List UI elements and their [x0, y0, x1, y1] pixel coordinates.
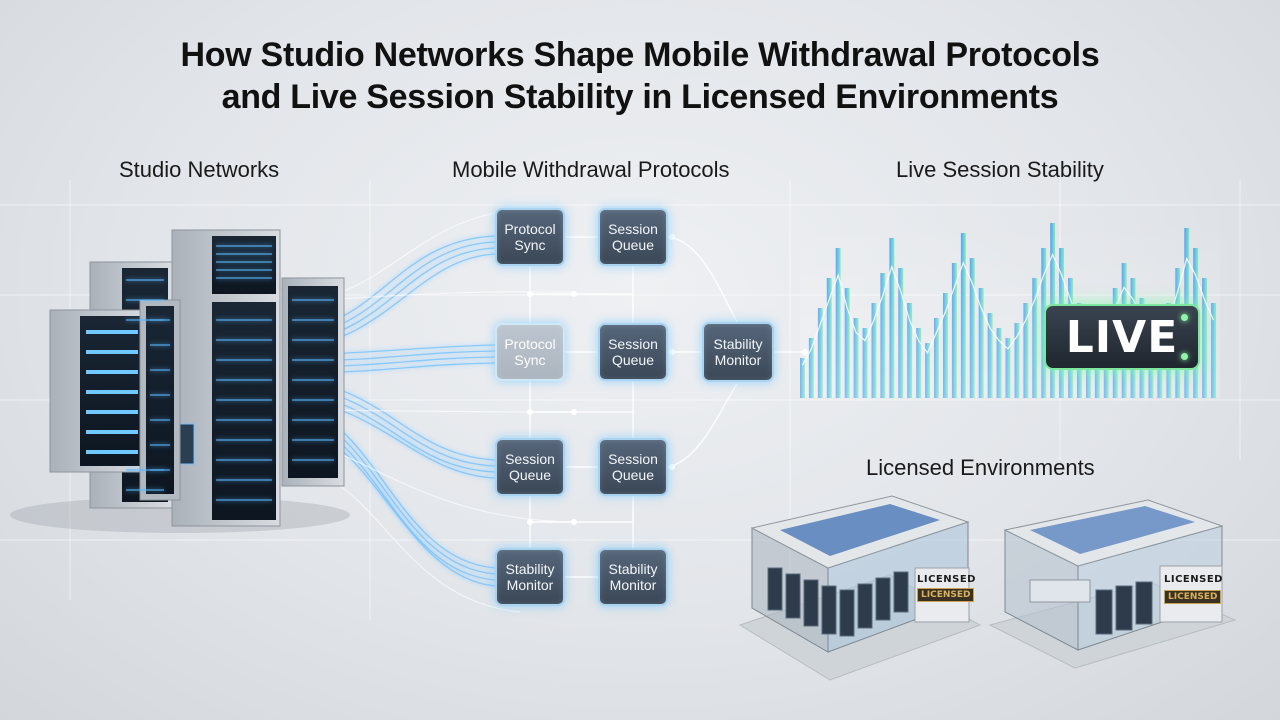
title-line-1: How Studio Networks Shape Mobile Withdra… [180, 36, 1100, 74]
live-badge-text: LIVE [1065, 311, 1179, 363]
licensed-sign-right-bottom: LICENSED [1164, 590, 1222, 604]
section-label-licensed: Licensed Environments [866, 455, 1095, 480]
title-line-2: and Live Session Stability in Licensed E… [221, 78, 1059, 116]
node-session-queue-1[interactable]: Session Queue [598, 208, 668, 266]
licensed-sign-left-bottom: LICENSED [917, 588, 975, 602]
node-stability-monitor-2[interactable]: Stability Monitor [598, 548, 668, 606]
server-rack-icon [10, 229, 350, 533]
node-protocol-sync-2[interactable]: Protocol Sync [495, 323, 565, 381]
licensed-building-icon [738, 495, 1237, 681]
node-stability-monitor-1[interactable]: Stability Monitor [495, 548, 565, 606]
live-badge-icon: LIVE [1044, 304, 1200, 370]
node-stability-monitor-main[interactable]: Stability Monitor [702, 322, 774, 382]
node-connectors [529, 236, 805, 578]
licensed-sign-left-top: LICENSED [917, 574, 976, 585]
licensed-sign-right-top: LICENSED [1164, 574, 1223, 585]
node-session-queue-4[interactable]: Session Queue [598, 438, 668, 496]
section-label-mobile: Mobile Withdrawal Protocols [452, 157, 730, 182]
connector-dots [527, 234, 808, 525]
live-indicator-dot [1181, 314, 1188, 321]
node-session-queue-3[interactable]: Session Queue [495, 438, 565, 496]
node-session-queue-2[interactable]: Session Queue [598, 323, 668, 381]
node-protocol-sync-1[interactable]: Protocol Sync [495, 208, 565, 266]
section-label-studio: Studio Networks [119, 157, 280, 182]
section-label-live: Live Session Stability [896, 157, 1104, 182]
live-indicator-dot [1181, 353, 1188, 360]
